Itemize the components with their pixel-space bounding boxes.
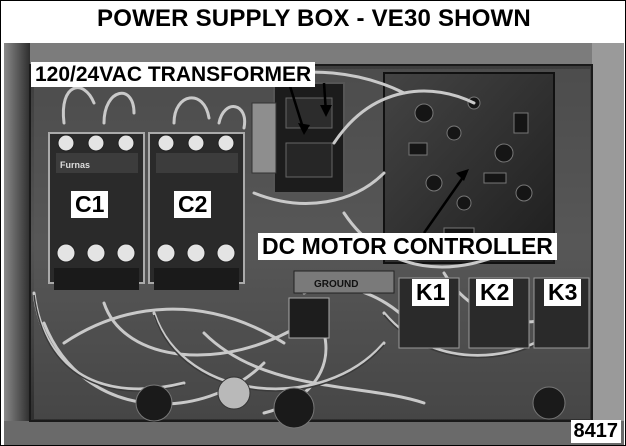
terminal-block bbox=[288, 297, 330, 339]
leader-arrowheads bbox=[298, 105, 469, 181]
enclosure-bottom-rail bbox=[4, 421, 624, 445]
dc-motor-controller-callout: DC MOTOR CONTROLLER bbox=[258, 233, 557, 261]
contactor-c1: Furnas bbox=[48, 132, 145, 290]
cable-grommet-far-right bbox=[532, 386, 566, 420]
transformer-callout: 120/24VAC TRANSFORMER bbox=[31, 62, 316, 88]
transformer-bracket bbox=[251, 102, 277, 174]
ground-label: GROUND bbox=[314, 279, 358, 290]
contactor-c1-brand: Furnas bbox=[60, 160, 90, 170]
enclosure-left-rail bbox=[4, 43, 30, 445]
cable-grommet-left bbox=[135, 384, 173, 422]
contactor-c1-callout: C1 bbox=[71, 191, 109, 219]
contactor-c2-callout: C2 bbox=[174, 191, 212, 219]
cable-grommet-right bbox=[273, 387, 315, 429]
figure-number: 8417 bbox=[570, 420, 621, 443]
ground-terminal-strip bbox=[293, 270, 395, 294]
contactor-c2 bbox=[148, 132, 245, 290]
figure-title: POWER SUPPLY BOX - VE30 SHOWN bbox=[97, 5, 531, 32]
enclosure-right-rail bbox=[592, 43, 624, 445]
relay-k2-callout: K2 bbox=[476, 279, 514, 307]
enclosure-top-rail bbox=[4, 43, 624, 65]
relay-k3-callout: K3 bbox=[544, 279, 582, 307]
relay-k1-callout: K1 bbox=[412, 279, 450, 307]
cable-grommet-center bbox=[217, 376, 251, 410]
